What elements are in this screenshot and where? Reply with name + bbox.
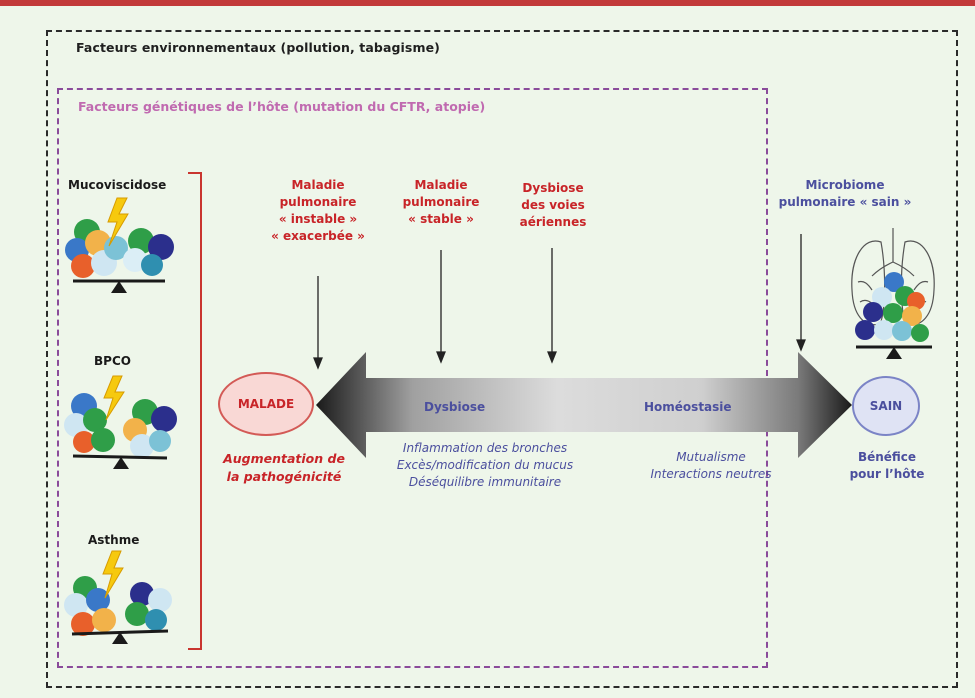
- dysbiosis-homeostasis-arrow: [316, 352, 852, 458]
- arrow-label-homeostasie: Homéostasie: [644, 400, 732, 414]
- effect-line: la pathogénicité: [226, 469, 342, 484]
- balance-scale-icon: [72, 454, 168, 469]
- effect-line: Inflammation des bronches: [402, 441, 568, 455]
- effect-line: pour l’hôte: [849, 467, 925, 481]
- malade-node: MALADE: [218, 372, 314, 436]
- bacteria-cluster-icon: [855, 272, 929, 342]
- state-label-dysbiosis: Dysbiose des voies aériennes: [506, 180, 600, 231]
- state-line: Dysbiose: [522, 181, 584, 195]
- state-line: « stable »: [408, 212, 474, 226]
- disease-label-asthme: Asthme: [88, 533, 140, 547]
- sain-node: SAIN: [852, 376, 920, 436]
- pointer-arrow: [313, 234, 806, 370]
- balance-scale-icon: [856, 345, 932, 359]
- balance-scale-icon: [73, 279, 165, 293]
- disease-bracket: [188, 172, 202, 650]
- state-line: pulmonaire: [279, 195, 357, 209]
- state-line: pulmonaire: [402, 195, 480, 209]
- sain-effect: Bénéfice pour l’hôte: [832, 449, 942, 483]
- effect-line: Bénéfice: [857, 450, 917, 464]
- state-line: Maladie: [291, 178, 345, 192]
- bacteria-cluster-icon: [64, 393, 177, 458]
- malade-effect: Augmentation de la pathogénicité: [214, 450, 354, 486]
- effect-line: Augmentation de: [223, 451, 345, 466]
- dysbiosis-effects: Inflammation des bronches Excès/modifica…: [370, 440, 600, 491]
- balance-scale-icon: [71, 629, 169, 644]
- effect-line: Excès/modification du mucus: [396, 458, 574, 472]
- state-line: pulmonaire « sain »: [778, 195, 912, 209]
- state-line: « exacerbée »: [271, 229, 365, 243]
- disease-label-bpco: BPCO: [94, 354, 131, 368]
- bacteria-cluster-icon: [65, 219, 174, 278]
- state-line: Maladie: [414, 178, 468, 192]
- effect-line: Déséquilibre immunitaire: [408, 475, 562, 489]
- state-line: « instable »: [278, 212, 358, 226]
- top-rule: [0, 0, 975, 6]
- arrow-label-dysbiose: Dysbiose: [424, 400, 486, 414]
- diagram-canvas: [0, 6, 975, 698]
- lightning-icon: [107, 197, 129, 247]
- lightning-icon: [103, 375, 125, 421]
- state-line: aériennes: [519, 215, 587, 229]
- genetic-title: Facteurs génétiques de l’hôte (mutation …: [78, 99, 486, 114]
- malade-label: MALADE: [237, 397, 295, 411]
- state-label-healthy-microbiome: Microbiome pulmonaire « sain »: [770, 177, 920, 211]
- sain-label: SAIN: [869, 399, 903, 413]
- state-line: Microbiome: [805, 178, 885, 192]
- disease-label-mucoviscidose: Mucoviscidose: [68, 178, 167, 192]
- bacteria-cluster-icon: [64, 576, 172, 636]
- state-label-unstable: Maladie pulmonaire « instable » « exacer…: [268, 177, 368, 245]
- lightning-icon: [102, 550, 124, 599]
- environment-title: Facteurs environnementaux (pollution, ta…: [76, 40, 440, 55]
- environment-frame: [46, 30, 958, 688]
- homeostasis-effects: Mutualisme Interactions neutres: [636, 449, 786, 483]
- state-line: des voies: [521, 198, 585, 212]
- effect-line: Interactions neutres: [650, 467, 772, 481]
- effect-line: Mutualisme: [676, 450, 746, 464]
- state-label-stable: Maladie pulmonaire « stable »: [394, 177, 488, 228]
